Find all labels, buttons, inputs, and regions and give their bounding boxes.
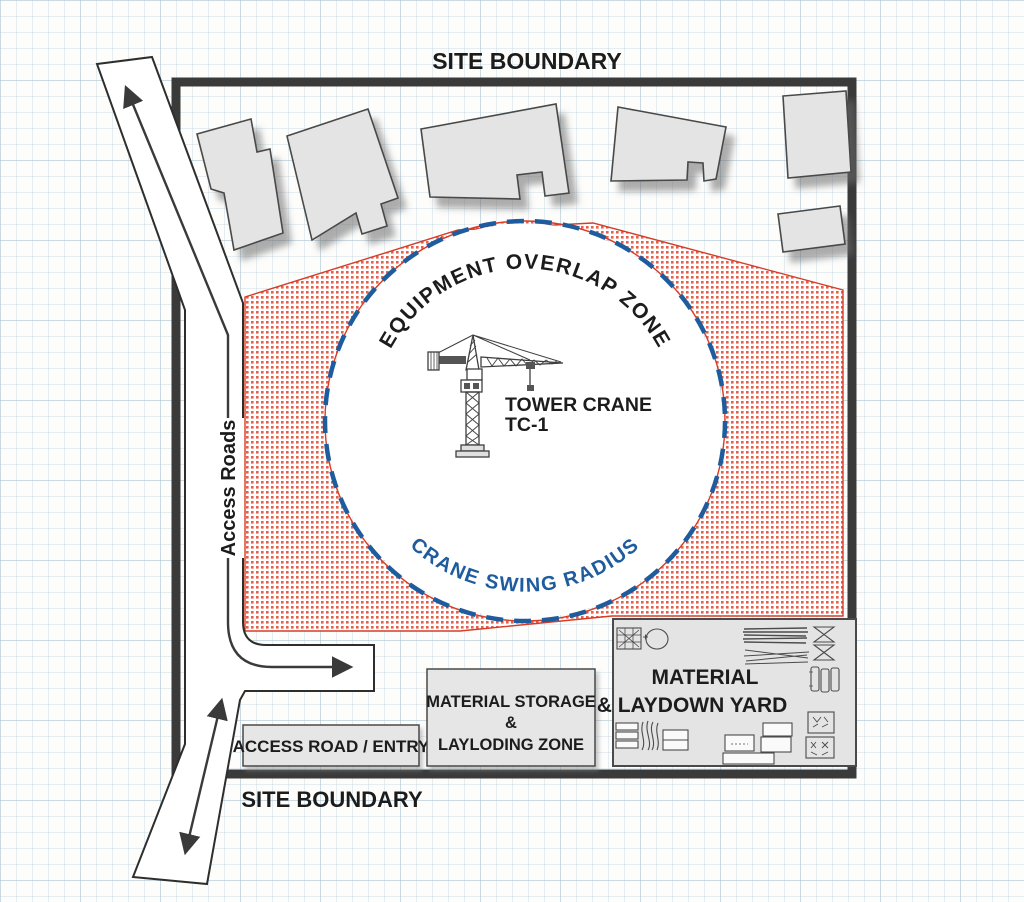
yard-slats-icon	[615, 722, 639, 749]
access-road-entry-box	[242, 724, 420, 767]
crane-base-lower	[455, 450, 490, 458]
building-3	[420, 103, 570, 200]
crane-base-upper	[460, 444, 485, 452]
site-boundary-title-top: SITE BOUNDARY	[432, 48, 622, 74]
crane-trolley	[526, 362, 535, 369]
tower-crane-label-line2: TC-1	[505, 414, 548, 436]
building-4	[610, 106, 727, 182]
yard-fastener-boxes-icon	[805, 711, 835, 759]
material-storage-line2: &	[505, 714, 517, 732]
tower-crane-label-line1: TOWER CRANE	[505, 394, 652, 416]
yard-rebar-coil-icon	[641, 720, 659, 751]
yard-panels-icon	[722, 722, 793, 765]
yard-rebar-bundle-icon	[742, 627, 810, 665]
laydown-yard-items	[615, 626, 840, 765]
material-storage-line1: MATERIAL STORAGE	[426, 693, 596, 711]
yard-pallet-stack-icon	[616, 627, 648, 650]
building-5	[782, 90, 852, 179]
crane-cab	[466, 368, 483, 381]
yard-brace-icon	[812, 626, 836, 661]
crane-jib	[480, 356, 564, 368]
crane-hook	[527, 385, 534, 391]
site-boundary-title-bottom: SITE BOUNDARY	[241, 787, 423, 812]
material-storage-line3: LAYLODING ZONE	[438, 736, 584, 754]
crane-counterweight	[427, 351, 440, 371]
yard-spool-icon	[645, 628, 669, 650]
access-roads-label: Access Roads	[218, 420, 240, 557]
yard-pipes-icon	[809, 666, 840, 693]
building-1	[196, 117, 284, 252]
access-road-entry-label: ACCESS ROAD / ENTRY	[233, 737, 430, 756]
material-storage-box	[426, 668, 596, 767]
entry-exit-double-arrow	[179, 697, 228, 856]
crane-counterjib	[438, 356, 466, 364]
building-2	[286, 107, 400, 242]
laydown-yard-label-line2: & LAYDOWN YARD	[597, 694, 788, 717]
road-direction-line	[123, 85, 354, 678]
crane-swing-area	[327, 223, 723, 619]
access-roads-label-bg	[211, 418, 244, 558]
laydown-yard-label-line1: MATERIAL	[652, 666, 759, 689]
building-6	[777, 205, 846, 253]
tower-crane-illustration	[427, 334, 564, 458]
buildings	[196, 90, 852, 253]
